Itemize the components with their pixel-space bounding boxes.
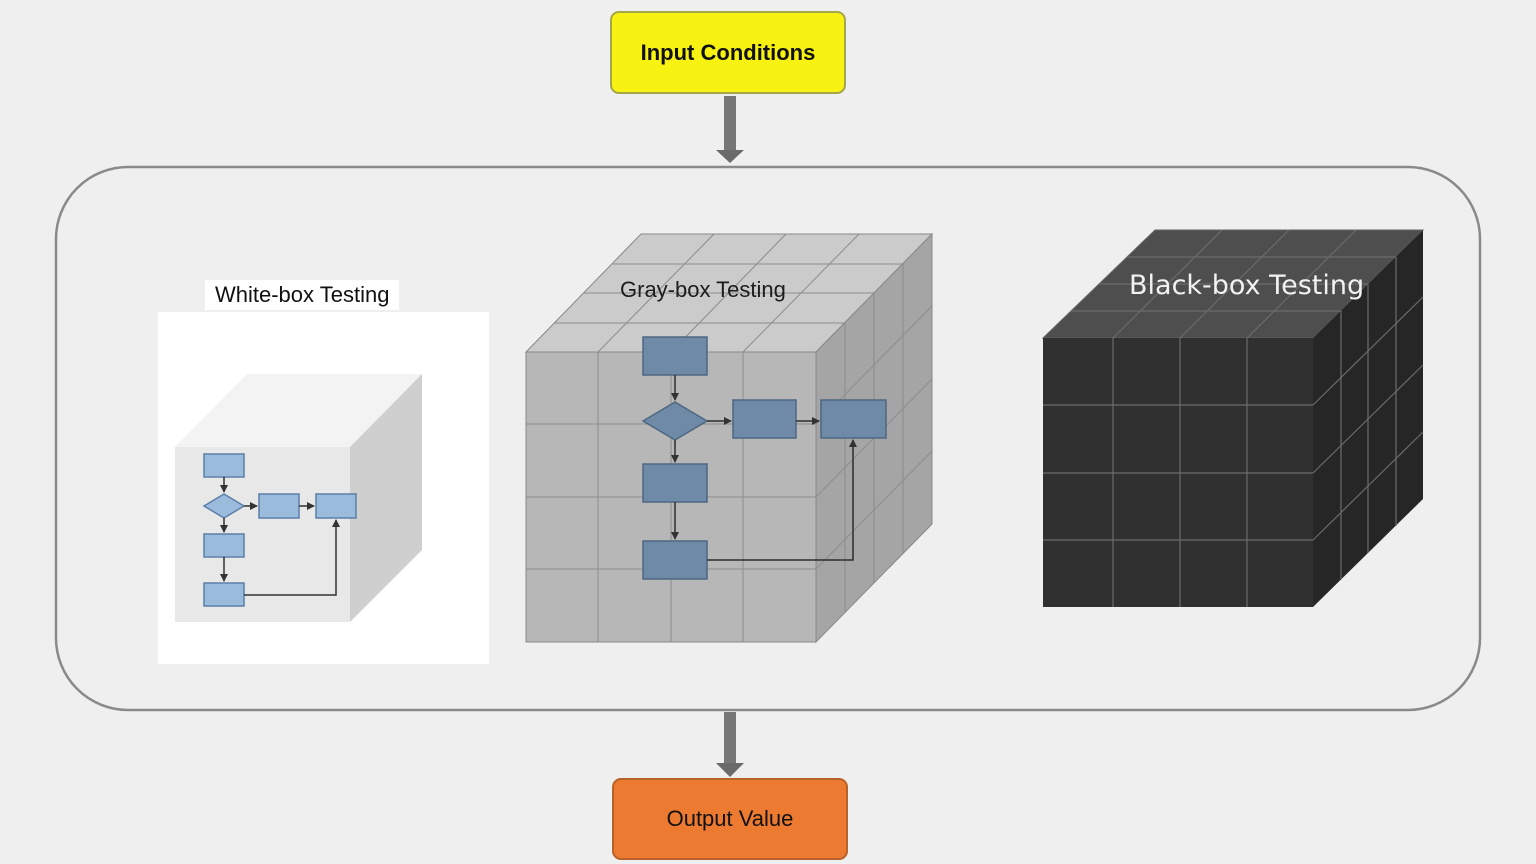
gray-box-label: Gray-box Testing xyxy=(620,277,786,302)
flow-block xyxy=(732,399,797,439)
black-box-label: Black-box Testing xyxy=(1129,270,1365,301)
black-box-cube xyxy=(1041,229,1425,607)
flow-block xyxy=(203,453,245,478)
gray-box-flowchart xyxy=(641,336,887,580)
flow-block xyxy=(642,336,708,376)
white-box-label: White-box Testing xyxy=(205,280,400,310)
black-grid xyxy=(1043,229,1424,607)
flow-block xyxy=(642,463,708,503)
flow-block xyxy=(315,493,357,519)
output-value-node: Output Value xyxy=(612,778,848,860)
input-arrow xyxy=(716,96,744,163)
testing-container xyxy=(54,165,1482,712)
output-arrow xyxy=(716,712,744,777)
flow-block xyxy=(203,533,245,558)
white-box-flowchart xyxy=(202,453,357,607)
input-conditions-node: Input Conditions xyxy=(610,11,846,94)
white-box-cube xyxy=(158,312,489,664)
flow-block xyxy=(203,582,245,607)
flow-block xyxy=(820,399,887,439)
flow-block xyxy=(258,493,300,519)
flow-block xyxy=(642,540,708,580)
flow-connectors xyxy=(671,375,857,561)
flow-connectors xyxy=(220,477,340,596)
